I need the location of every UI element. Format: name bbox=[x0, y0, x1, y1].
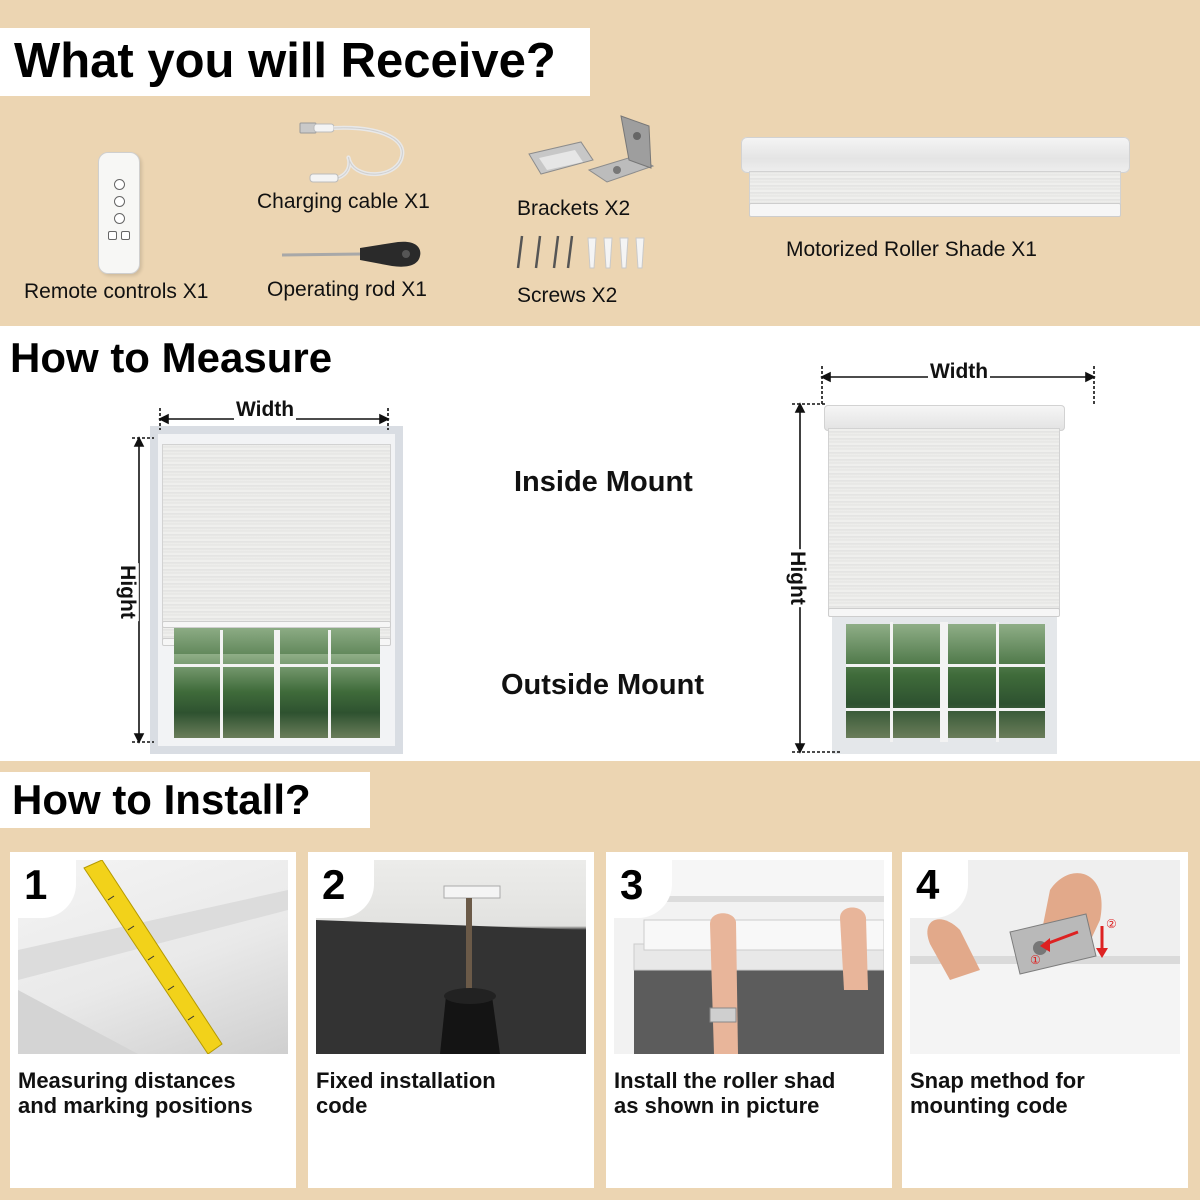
shade-label: Motorized Roller Shade X1 bbox=[786, 238, 1037, 261]
outside-mount-window bbox=[832, 612, 1057, 754]
inside-width-label: Width bbox=[234, 398, 297, 422]
screws-image bbox=[516, 235, 645, 269]
operating-rod-image bbox=[281, 241, 421, 267]
outside-shade-cassette bbox=[824, 405, 1065, 431]
screws-label: Screws X2 bbox=[517, 284, 618, 307]
brackets-label: Brackets X2 bbox=[517, 197, 631, 220]
brackets-image bbox=[528, 115, 655, 183]
remote-key-icon bbox=[121, 231, 130, 240]
svg-text:②: ② bbox=[1106, 917, 1117, 931]
remote-up-icon bbox=[114, 179, 125, 190]
outside-shade-fabric bbox=[828, 428, 1060, 612]
inside-mount-label: Inside Mount bbox=[514, 466, 693, 498]
install-title: How to Install? bbox=[0, 772, 370, 828]
remote-control-image bbox=[98, 152, 140, 274]
step-2-number: 2 bbox=[308, 852, 374, 918]
remote-label: Remote controls X1 bbox=[24, 280, 209, 303]
outside-mount-label: Outside Mount bbox=[501, 669, 704, 701]
step-1-number: 1 bbox=[10, 852, 76, 918]
inside-mount-window bbox=[150, 426, 403, 754]
outside-dimension-lines bbox=[792, 366, 1096, 754]
step-3-photo bbox=[614, 860, 884, 1054]
step-3-number: 3 bbox=[606, 852, 672, 918]
cable-label: Charging cable X1 bbox=[257, 190, 430, 213]
inside-dimension-lines bbox=[132, 408, 390, 744]
outside-height-label: Hight bbox=[784, 549, 809, 607]
charging-cable-image bbox=[299, 122, 405, 183]
svg-text:①: ① bbox=[1030, 953, 1041, 967]
step-4-photo: ① ② bbox=[910, 860, 1180, 1054]
measure-title: How to Measure bbox=[10, 334, 333, 381]
receive-title: What you will Receive? bbox=[0, 28, 590, 96]
outside-width-label: Width bbox=[928, 360, 991, 384]
remote-key-icon bbox=[108, 231, 117, 240]
inside-height-label: Hight bbox=[114, 563, 139, 621]
step-4-number: 4 bbox=[902, 852, 968, 918]
remote-down-icon bbox=[114, 213, 125, 224]
roller-shade-image bbox=[741, 137, 1130, 221]
rod-label: Operating rod X1 bbox=[267, 278, 427, 301]
remote-stop-icon bbox=[114, 196, 125, 207]
